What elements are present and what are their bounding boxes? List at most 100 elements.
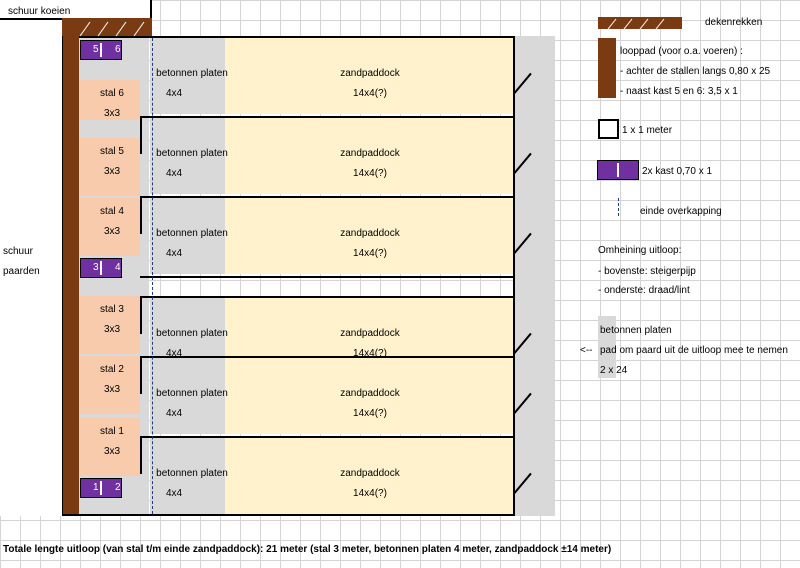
paddock-label: zandpaddock — [340, 148, 400, 159]
kast-number-left: 5 — [93, 44, 99, 55]
kast-number-left: 1 — [93, 482, 99, 493]
paddock-label: zandpaddock — [340, 68, 400, 79]
footer-total-length: Totale lengte uitloop (van stal t/m eind… — [3, 544, 612, 555]
plates-size-label: 4x4 — [165, 248, 183, 259]
stal-label: stal 2 — [100, 364, 124, 375]
plates-size-label: 4x4 — [165, 408, 183, 419]
plates-size-label: 4x4 — [165, 168, 183, 179]
legend-looppad-swatch — [598, 38, 616, 98]
stal-size-label: 3x3 — [103, 384, 121, 395]
einde-overkapping-line — [152, 38, 153, 514]
paddock-area — [225, 198, 514, 274]
lane-fence — [140, 196, 515, 198]
paddock-label: zandpaddock — [340, 468, 400, 479]
legend-plates-line1: pad om paard uit de uitloop mee te nemen — [600, 345, 788, 356]
stal-box — [80, 356, 140, 414]
stal-door-post — [140, 356, 142, 394]
plates-size-label: 4x4 — [165, 348, 183, 359]
plates-label: betonnen platen — [156, 148, 228, 159]
stal-label: stal 3 — [100, 304, 124, 315]
legend-kast-label: 2x kast 0,70 x 1 — [642, 166, 713, 177]
stal-box — [80, 418, 140, 476]
lane-fence — [140, 356, 515, 358]
legend-arrow: <-- — [580, 345, 593, 356]
legend-plates-title: betonnen platen — [600, 325, 672, 336]
lane-fence — [140, 436, 515, 438]
paddock-area — [225, 358, 514, 434]
stal-door-post — [140, 436, 142, 474]
lane-fence — [140, 116, 515, 118]
stal-label: stal 1 — [100, 426, 124, 437]
looppad-walkway — [63, 36, 79, 516]
stal-box — [80, 296, 140, 354]
dekenrekken-strip — [62, 18, 152, 36]
stal-box — [80, 198, 140, 256]
kast-number-left: 3 — [93, 262, 99, 273]
top-wall — [79, 36, 515, 38]
legend-square-label: 1 x 1 meter — [622, 125, 673, 136]
legend-overkapping-label: einde overkapping — [640, 206, 722, 217]
paddock-size-label: 14x4(?) — [353, 488, 387, 499]
legend-plates-swatch — [598, 316, 616, 378]
paddock-label: zandpaddock — [340, 388, 400, 399]
legend-dekenrekken-hatch — [607, 18, 665, 29]
plates-area — [150, 198, 225, 274]
plates-label: betonnen platen — [156, 68, 228, 79]
stal-label: stal 5 — [100, 146, 124, 157]
kast-number-right: 4 — [115, 262, 121, 273]
paddock-size-label: 14x4(?) — [353, 248, 387, 259]
paddock-size-label: 14x4(?) — [353, 88, 387, 99]
plates-area — [150, 38, 225, 114]
paddock-area — [225, 438, 514, 514]
grey-path-strip — [515, 36, 555, 516]
paddock-size-label: 14x4(?) — [353, 168, 387, 179]
kast-number-right: 2 — [115, 482, 121, 493]
plates-area — [150, 438, 225, 514]
legend-fence-line2: - onderste: draad/lint — [598, 285, 690, 296]
paddock-label: zandpaddock — [340, 228, 400, 239]
stal-door-post — [140, 116, 142, 154]
legend-fence-line1: - bovenste: steigerpijp — [598, 266, 696, 277]
bottom-wall — [62, 514, 515, 516]
lane-fence — [140, 276, 515, 278]
legend-dekenrekken-label: dekenrekken — [705, 17, 763, 28]
legend-square-swatch — [598, 119, 619, 139]
stal-box — [80, 138, 140, 196]
paddock-area — [225, 118, 514, 194]
horse-barn-label-2: paarden — [3, 266, 40, 277]
plates-size-label: 4x4 — [165, 88, 183, 99]
stal-label: stal 4 — [100, 206, 124, 217]
legend-overkapping-dash — [618, 198, 619, 216]
plates-area — [150, 118, 225, 194]
plates-area — [150, 358, 225, 434]
stal-size-label: 3x3 — [103, 446, 121, 457]
stal-size-label: 3x3 — [103, 226, 121, 237]
legend-plates-line2: 2 x 24 — [600, 365, 628, 376]
horse-barn-label-1: schuur — [3, 246, 34, 257]
stal-size-label: 3x3 — [103, 324, 121, 335]
stal-door-post — [140, 196, 142, 234]
plates-label: betonnen platen — [156, 468, 228, 479]
legend-looppad-line2: - naast kast 5 en 6: 3,5 x 1 — [620, 86, 738, 97]
legend-looppad-line1: - achter de stallen langs 0,80 x 25 — [620, 66, 771, 77]
plates-label: betonnen platen — [156, 328, 228, 339]
paddock-size-label: 14x4(?) — [353, 348, 387, 359]
dekenrekken-hatch — [79, 21, 145, 36]
legend-dekenrekken-swatch — [598, 17, 682, 29]
legend-fence-title: Omheining uitloop: — [598, 245, 682, 256]
paddock-area — [225, 38, 514, 114]
legend-looppad-title: looppad (voor o.a. voeren) : — [620, 46, 743, 57]
stal-size-label: 3x3 — [103, 166, 121, 177]
stal-door-post — [140, 296, 142, 334]
lane-fence — [140, 296, 515, 298]
paddock-label: zandpaddock — [340, 328, 400, 339]
stal-size-label: 3x3 — [103, 108, 121, 119]
right-fence — [513, 36, 515, 516]
legend-kast-swatch — [597, 160, 639, 180]
stal-label: stal 6 — [100, 88, 124, 99]
plates-label: betonnen platen — [156, 228, 228, 239]
